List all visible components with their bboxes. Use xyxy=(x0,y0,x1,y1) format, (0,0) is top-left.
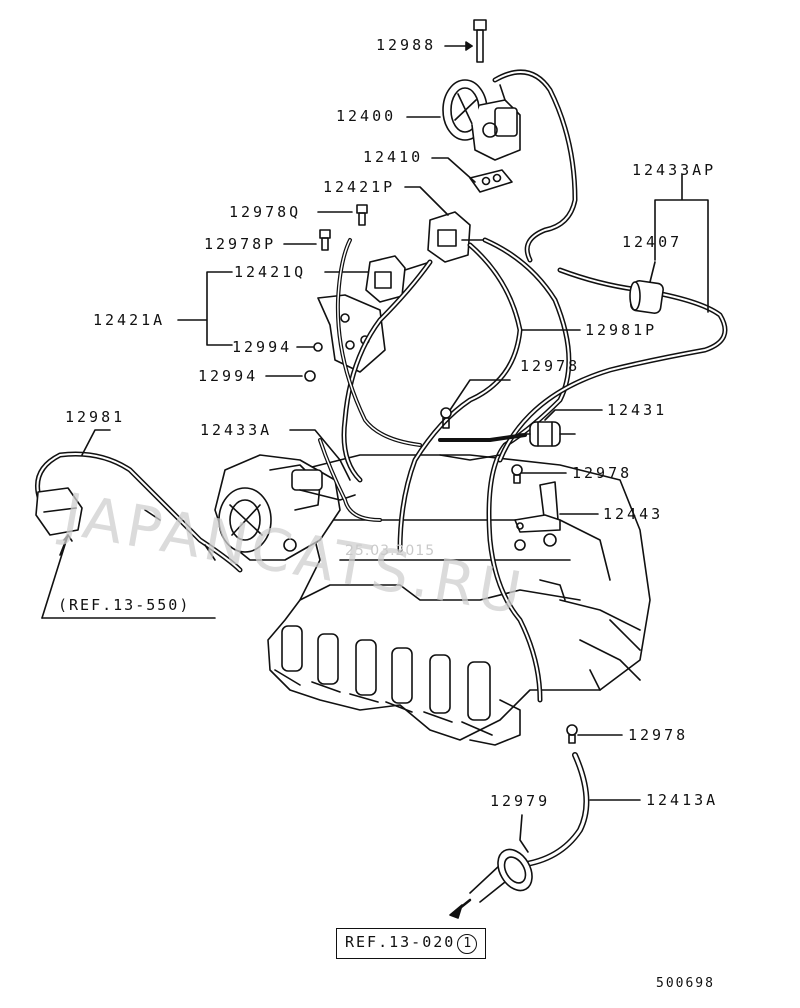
label-12407: 12407 xyxy=(622,233,683,251)
label-12978P: 12978P xyxy=(204,235,277,253)
label-12979: 12979 xyxy=(490,792,551,810)
hose-top xyxy=(492,69,578,263)
bracket-12421A xyxy=(317,294,386,373)
hose-12413A xyxy=(469,752,590,903)
label-12421Q: 12421Q xyxy=(234,263,307,281)
label-12421A: 12421A xyxy=(93,311,166,329)
throttle-body xyxy=(214,454,356,561)
label-12988: 12988 xyxy=(376,36,437,54)
label-12978-center: 12978 xyxy=(520,357,581,375)
label-12413A: 12413A xyxy=(646,791,719,809)
label-12978-lower: 12978 xyxy=(628,726,689,744)
bracket-12443 xyxy=(514,481,561,533)
label-12994-b: 12994 xyxy=(198,367,259,385)
valve-12431 xyxy=(519,421,576,447)
reference-13-020: REF.13-020 xyxy=(345,933,456,951)
label-12978Q: 12978Q xyxy=(229,203,302,221)
sensor-12981 xyxy=(35,451,243,573)
label-12978-right: 12978 xyxy=(572,464,633,482)
diagram-code: 500698 xyxy=(656,976,715,991)
label-12421P: 12421P xyxy=(323,178,396,196)
gasket-12410 xyxy=(469,169,513,193)
label-12994-a: 12994 xyxy=(232,338,293,356)
label-12981P: 12981P xyxy=(585,321,658,339)
valve-housing-12400 xyxy=(442,79,521,161)
solenoid-12421Q xyxy=(365,255,431,303)
label-12981: 12981 xyxy=(65,408,126,426)
label-12433A: 12433A xyxy=(200,421,273,439)
label-12400: 12400 xyxy=(336,107,397,125)
label-12410: 12410 xyxy=(363,148,424,166)
watermark-date: 25.03.2015 xyxy=(345,543,436,559)
reference-circle-number: 1 xyxy=(457,934,478,954)
label-12443: 12443 xyxy=(603,505,664,523)
label-12433AP: 12433AP xyxy=(632,161,717,179)
reference-13-550: (REF.13-550) xyxy=(58,596,191,614)
label-12431: 12431 xyxy=(607,401,668,419)
bolt-12988 xyxy=(473,19,487,63)
filter-12407 xyxy=(629,280,664,314)
solenoid-12421P xyxy=(427,211,486,263)
